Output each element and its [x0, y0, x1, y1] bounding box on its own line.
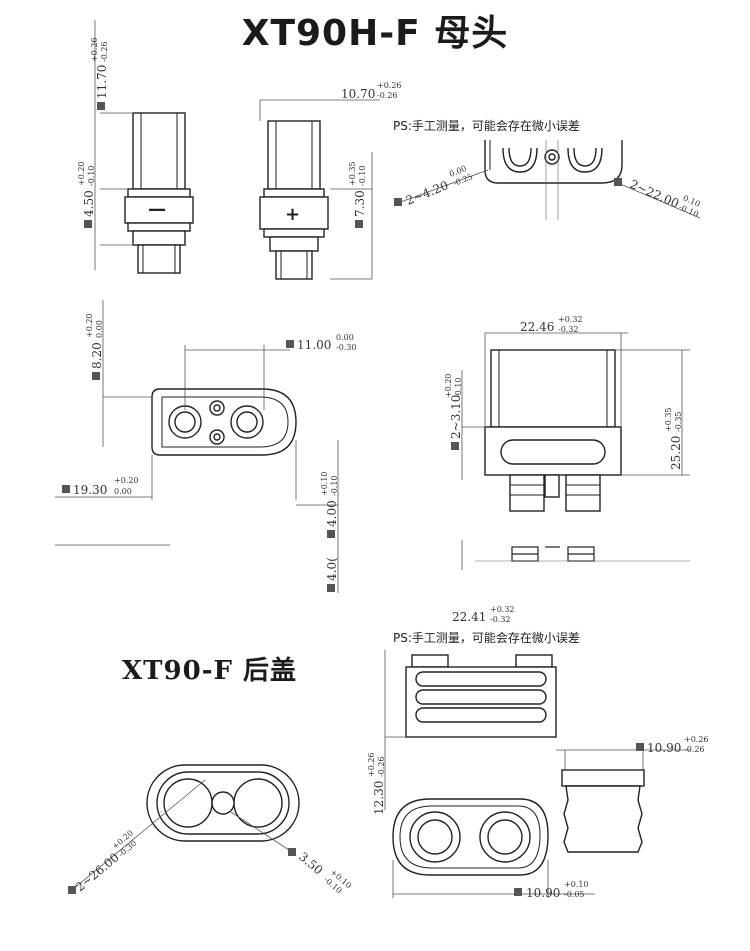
section-title: XT90-F 后盖 [122, 656, 298, 686]
pin-strip-view [475, 546, 690, 562]
dimension-lines-right [461, 332, 690, 570]
dim-label-4-50: 4.50 +0.20 -0.10 [77, 161, 96, 228]
leader-lines-bottom [71, 779, 293, 891]
dim-label-4-00: 4.00 +0.10 -0.10 [320, 471, 339, 538]
front-face-view [151, 388, 297, 456]
dim-label-2-4-20: 2~4.20 0.00 -0.25 [404, 164, 474, 208]
svg-text:+0.32: +0.32 [490, 605, 515, 614]
svg-text:+0.20: +0.20 [444, 373, 453, 398]
svg-text:22.41: 22.41 [452, 610, 486, 624]
svg-text:+0.35: +0.35 [664, 407, 673, 432]
rear-cover-front-view [392, 798, 549, 876]
dim-label-11-00: 11.00 0.00 -0.30 [286, 333, 357, 352]
svg-text:22.46: 22.46 [520, 320, 554, 334]
svg-text:+0.26: +0.26 [90, 37, 99, 62]
leader-lines [397, 169, 701, 219]
dim-label-12-30: 12.30 +0.26 -0.26 [367, 752, 386, 815]
measure-note: PS:手工测量，可能会存在微小误差 [393, 119, 580, 133]
dim-label-10-70: 10.70 +0.26 -0.26 [341, 81, 402, 101]
svg-text:4.0(: 4.0( [325, 557, 339, 581]
positive-symbol: + [285, 204, 300, 225]
svg-text:10.70: 10.70 [341, 87, 375, 101]
dim-marker [288, 848, 296, 856]
svg-text:2~3.10: 2~3.10 [449, 395, 463, 439]
svg-text:-0.32: -0.32 [490, 615, 511, 624]
dimension-lines-top [94, 20, 380, 280]
svg-text:-0.10: -0.10 [454, 377, 463, 398]
dimension-lines-bottom [384, 650, 690, 898]
svg-text:10.90: 10.90 [647, 741, 681, 755]
svg-text:+0.26: +0.26 [684, 735, 709, 744]
rear-cover-top-view [405, 654, 557, 738]
svg-text:+0.10: +0.10 [564, 880, 589, 889]
svg-text:0.00: 0.00 [114, 487, 132, 496]
right-front-view [484, 349, 622, 512]
svg-text:-0.30: -0.30 [336, 343, 357, 352]
svg-text:19.30: 19.30 [73, 483, 107, 497]
dim-label-11-70: 11.70 +0.26 -0.26 [90, 37, 109, 110]
top-view-pins [484, 140, 623, 220]
side-view-negative [124, 112, 194, 274]
svg-text:7.30: 7.30 [353, 190, 367, 217]
svg-text:+0.20: +0.20 [114, 476, 139, 485]
svg-text:-0.26: -0.26 [684, 745, 705, 754]
rear-cover-oval-view [146, 764, 300, 842]
dim-label-10-90-bottom: 10.90 +0.10 -0.05 [514, 880, 589, 900]
dim-marker [614, 178, 622, 186]
svg-text:2~26.00: 2~26.00 [73, 850, 122, 894]
dim-marker [68, 886, 76, 894]
svg-text:+0.35: +0.35 [348, 161, 357, 186]
dim-label-10-90-top: 10.90 +0.26 -0.26 [636, 735, 709, 755]
svg-text:4.50: 4.50 [82, 190, 96, 217]
dim-label-25-20: 25.20 +0.35 -0.35 [664, 407, 683, 470]
dim-marker [394, 198, 402, 206]
svg-text:0.00: 0.00 [95, 320, 104, 338]
svg-text:-0.10: -0.10 [330, 475, 339, 496]
svg-text:10.90: 10.90 [526, 886, 560, 900]
svg-text:2~4.20: 2~4.20 [404, 178, 450, 208]
dim-label-4-0: 4.0( [325, 557, 339, 592]
dim-label-2-22-00: 2~22.00 0.10 -0.10 [628, 177, 702, 219]
svg-text:-0.35: -0.35 [674, 411, 683, 432]
svg-text:-0.26: -0.26 [100, 41, 109, 62]
svg-text:-0.26: -0.26 [377, 91, 398, 100]
dim-label-19-30: 19.30 +0.20 0.00 [62, 476, 139, 497]
svg-text:-0.05: -0.05 [564, 890, 585, 899]
svg-text:3.50: 3.50 [296, 850, 325, 878]
dim-label-2-26-00: 2~26.00 +0.20 -0.30 [73, 829, 138, 895]
dim-label-3-50: 3.50 +0.10 -0.10 [296, 850, 353, 896]
svg-text:25.20: 25.20 [669, 436, 683, 470]
svg-text:0.00: 0.00 [336, 333, 354, 342]
svg-text:+0.26: +0.26 [377, 81, 402, 90]
svg-text:+0.10: +0.10 [320, 471, 329, 496]
svg-text:-0.26: -0.26 [377, 756, 386, 777]
rear-cover-sleeve-view [561, 769, 645, 853]
svg-text:11.70: 11.70 [95, 65, 109, 99]
svg-text:2~22.00: 2~22.00 [628, 177, 681, 211]
dim-label-7-30: 7.30 +0.35 -0.10 [348, 161, 367, 228]
dim-label-8-20: 8.20 +0.20 0.00 [85, 313, 104, 380]
negative-symbol: — [148, 199, 166, 220]
svg-text:4.00: 4.00 [325, 500, 339, 527]
measure-note: PS:手工测量，可能会存在微小误差 [393, 631, 580, 645]
svg-text:+0.20: +0.20 [77, 161, 86, 186]
dim-label-22-41: 22.41 +0.32 -0.32 [452, 605, 515, 624]
svg-text:12.30: 12.30 [372, 781, 386, 815]
svg-text:-0.32: -0.32 [558, 325, 579, 334]
svg-text:-0.10: -0.10 [358, 165, 367, 186]
svg-text:8.20: 8.20 [90, 342, 104, 369]
dimension-lines-mid [55, 300, 339, 593]
side-view-positive [259, 120, 329, 280]
dim-label-2-3-10: 2~3.10 +0.20 -0.10 [444, 373, 463, 450]
svg-text:+0.26: +0.26 [367, 752, 376, 777]
page-title: XT90H-F 母头 [241, 13, 509, 54]
svg-text:-0.10: -0.10 [87, 165, 96, 186]
svg-text:+0.20: +0.20 [85, 313, 94, 338]
svg-text:11.00: 11.00 [297, 338, 331, 352]
dim-label-22-46: 22.46 +0.32 -0.32 [520, 315, 583, 334]
svg-text:+0.32: +0.32 [558, 315, 583, 324]
